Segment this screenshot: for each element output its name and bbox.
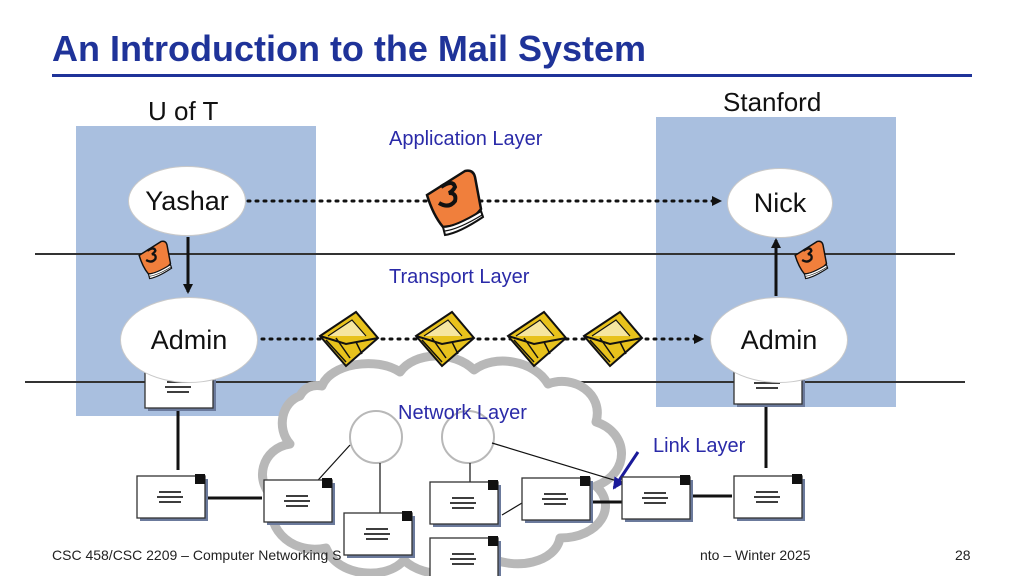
link-layer-label: Link Layer	[653, 435, 746, 457]
letter-icon	[136, 473, 209, 522]
letter-icon	[733, 473, 806, 522]
receiver-label: Nick	[753, 187, 807, 218]
envelope-icon	[583, 311, 643, 367]
book-icon	[425, 168, 485, 237]
sender-label: Yashar	[145, 185, 229, 216]
letter-icon	[429, 535, 502, 576]
page-number: 28	[955, 547, 971, 563]
sender-node: Yashar	[128, 166, 246, 236]
footer-course: CSC 458/CSC 2209 – Computer Networking S	[52, 547, 342, 563]
router-icon	[349, 410, 403, 464]
transport-layer-label: Transport Layer	[389, 266, 530, 288]
letter-icon	[621, 474, 694, 523]
letter-icon	[429, 479, 502, 528]
right-admin-label: Admin	[740, 324, 818, 355]
slide-title: An Introduction to the Mail System	[52, 28, 647, 69]
envelope-icon	[507, 311, 567, 367]
title-underline	[52, 74, 972, 77]
right-admin-node: Admin	[710, 297, 848, 383]
application-layer-label: Application Layer	[389, 128, 543, 150]
left-admin-label: Admin	[150, 324, 228, 355]
letter-icon	[521, 475, 594, 524]
footer-term: nto – Winter 2025	[700, 547, 811, 563]
app-transport-separator	[35, 253, 955, 255]
letter-icon	[263, 477, 336, 526]
router-icon	[441, 410, 495, 464]
book-icon	[138, 240, 173, 280]
letter-icon	[343, 510, 416, 559]
right-site-label: Stanford	[723, 87, 822, 117]
network-layer-label: Network Layer	[398, 402, 527, 424]
book-icon	[793, 240, 829, 280]
left-site-label: U of T	[148, 96, 219, 126]
receiver-node: Nick	[727, 168, 833, 238]
envelope-icon	[319, 311, 379, 367]
left-admin-node: Admin	[120, 297, 258, 383]
